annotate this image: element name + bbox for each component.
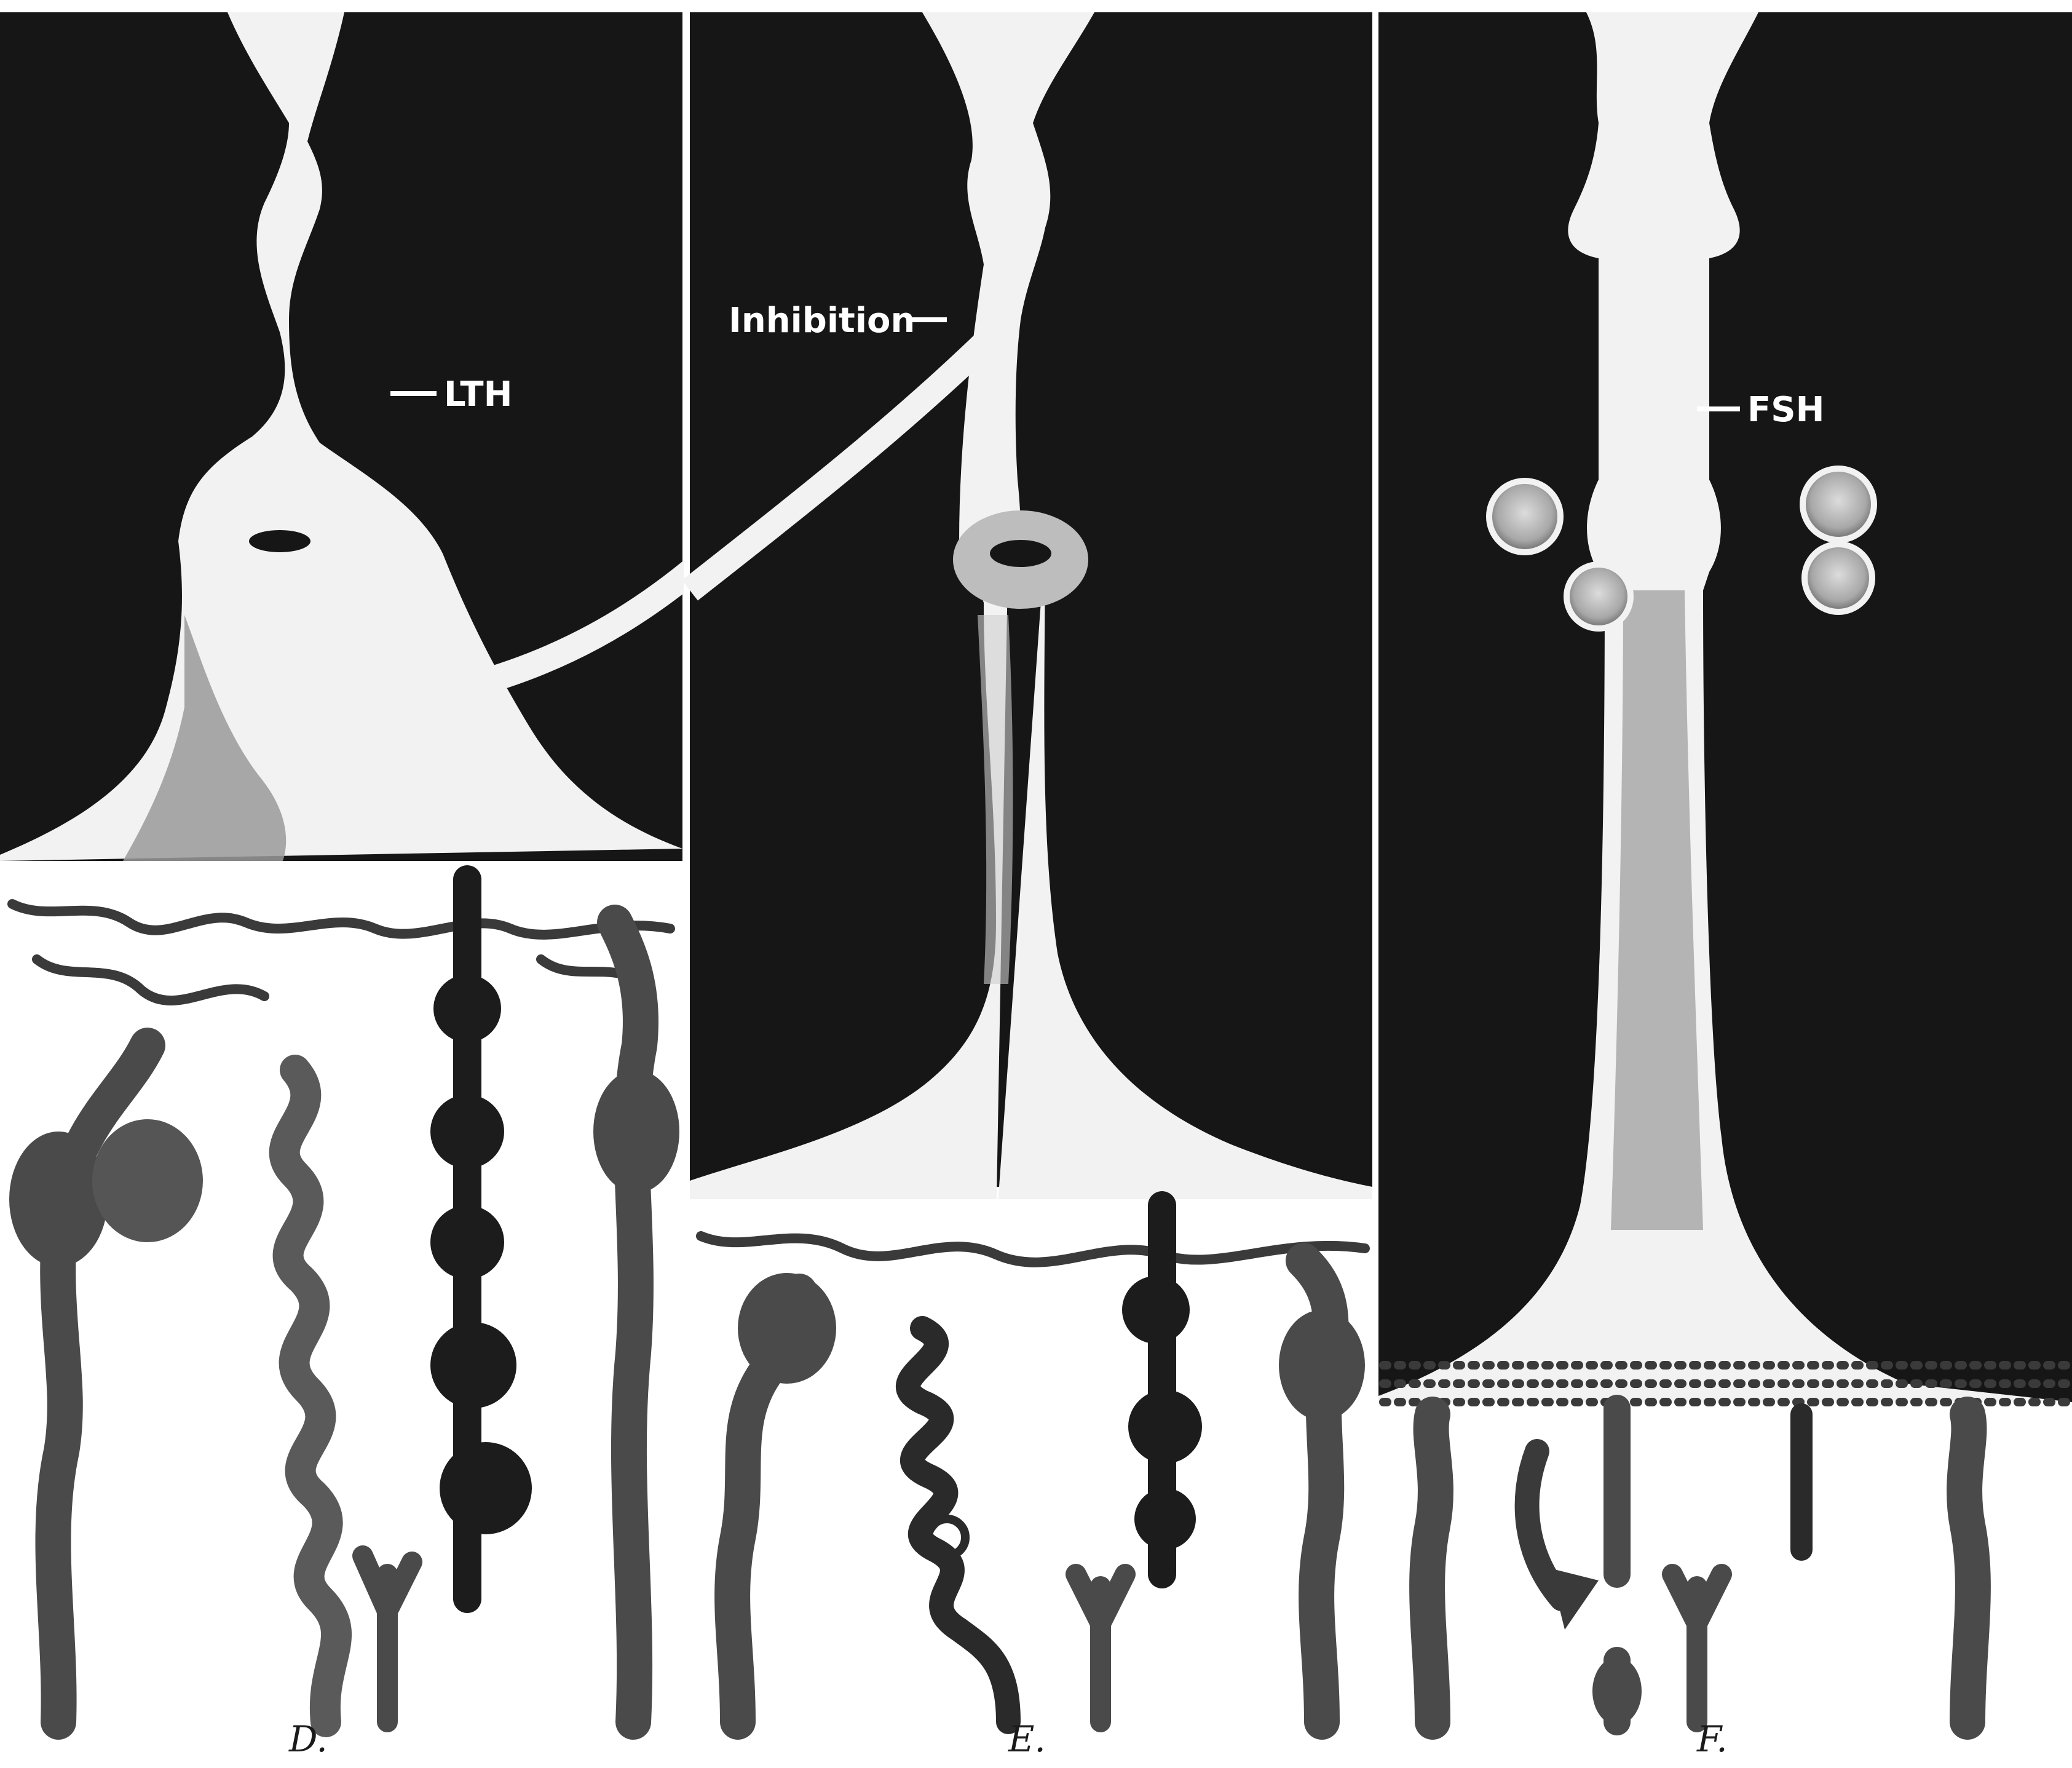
divider-ef [1372,12,1378,1728]
panel-f-vessel-right [1964,1414,1973,1722]
panel-d-bead-5 [440,1442,532,1534]
fsh-label: FSH [1747,390,1824,430]
lth-label: LTH [444,375,512,414]
panel-e-gland-core [990,540,1051,567]
panel-f: FSH F. [1378,12,2072,1760]
panel-d-vessel-field [0,861,682,1728]
panel-f-vessel-left [1427,1414,1436,1722]
follicle-4 [1805,544,1872,612]
panel-e-bulb-left [738,1273,836,1384]
panel-d-bead-4 [430,1322,516,1408]
panel-e-bead-3 [1134,1488,1196,1550]
follicle-2 [1567,565,1631,628]
follicle-1 [1489,481,1560,552]
panel-d: LTH D. [0,12,726,1760]
panel-e-bead-1 [1122,1276,1190,1344]
caption-f: F. [1696,1718,1728,1760]
panel-e-bulb-right [1279,1310,1365,1421]
caption-e: E. [1008,1718,1046,1760]
panel-e-bead-2 [1128,1390,1202,1464]
inhibition-label: Inhibition [729,301,915,341]
panel-d-bead-3 [430,1205,504,1279]
follicle-3 [1803,469,1874,540]
panel-d-gland-mark [249,530,310,552]
panel-d-bead-2 [430,1095,504,1168]
panel-d-bead-1 [433,975,501,1042]
panel-d-bulb-right [593,1070,679,1193]
panel-f-constricted-bulb [1592,1657,1642,1725]
caption-d: D. [288,1718,328,1760]
panel-d-bulb-left-2 [92,1119,203,1242]
panel-e: Inhibition E. [690,12,1372,1760]
divider-de [684,12,690,1728]
panel-d-bulb-left [9,1132,108,1267]
